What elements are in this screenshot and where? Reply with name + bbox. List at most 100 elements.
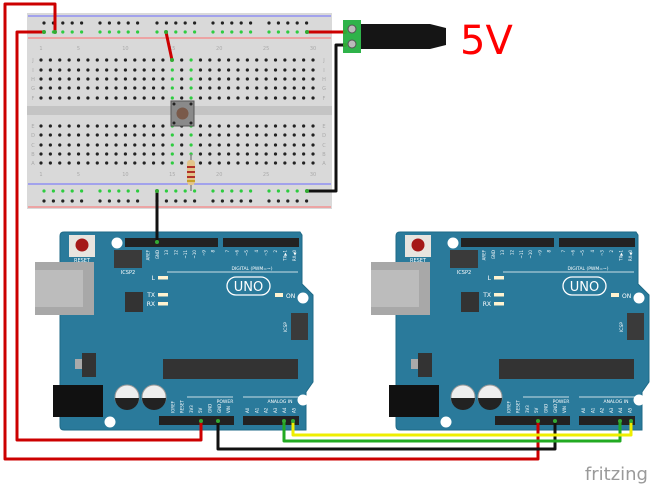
breadboard-hole[interactable] — [39, 161, 43, 165]
breadboard-hole[interactable] — [255, 77, 259, 81]
screw-terminal[interactable] — [343, 20, 361, 53]
breadboard-hole[interactable] — [283, 58, 287, 62]
rail-hole[interactable] — [183, 30, 187, 34]
wire-5v-to-arduino-1[interactable] — [15, 30, 203, 442]
breadboard-hole[interactable] — [273, 96, 278, 100]
breadboard-hole[interactable] — [86, 58, 90, 62]
breadboard-hole[interactable] — [170, 133, 174, 137]
header-pin[interactable] — [201, 240, 206, 245]
rail-hole[interactable] — [220, 199, 224, 203]
breadboard-hole[interactable] — [255, 143, 259, 147]
rail-hole[interactable] — [239, 30, 243, 34]
rail-hole[interactable] — [98, 21, 102, 25]
breadboard-hole[interactable] — [76, 161, 81, 165]
rail-hole[interactable] — [107, 30, 111, 34]
breadboard-hole[interactable] — [198, 58, 203, 62]
breadboard-hole[interactable] — [151, 152, 156, 156]
rail-hole[interactable] — [136, 199, 140, 203]
breadboard-hole[interactable] — [208, 96, 212, 100]
breadboard-hole[interactable] — [264, 68, 268, 72]
header-pin[interactable] — [189, 418, 194, 423]
header-pin[interactable] — [580, 240, 585, 245]
breadboard-hole[interactable] — [39, 152, 43, 156]
breadboard-hole[interactable] — [170, 161, 174, 165]
breadboard-hole[interactable] — [95, 86, 99, 90]
rail-hole[interactable] — [239, 189, 243, 193]
breadboard-hole[interactable] — [142, 77, 146, 81]
rail-hole[interactable] — [164, 21, 168, 25]
breadboard-hole[interactable] — [105, 152, 109, 156]
breadboard-hole[interactable] — [292, 68, 296, 72]
breadboard-hole[interactable] — [76, 77, 81, 81]
breadboard-hole[interactable] — [86, 96, 90, 100]
breadboard-hole[interactable] — [273, 68, 278, 72]
breadboard-hole[interactable] — [245, 86, 249, 90]
breadboard-hole[interactable] — [86, 124, 90, 128]
breadboard-hole[interactable] — [58, 96, 62, 100]
breadboard-hole[interactable] — [198, 68, 203, 72]
breadboard-hole[interactable] — [227, 133, 231, 137]
breadboard-hole[interactable] — [133, 133, 137, 137]
breadboard-hole[interactable] — [67, 96, 71, 100]
header-pin[interactable] — [537, 240, 542, 245]
breadboard-hole[interactable] — [292, 133, 296, 137]
rail-hole[interactable] — [220, 189, 224, 193]
breadboard-hole[interactable] — [217, 143, 221, 147]
breadboard-hole[interactable] — [161, 68, 165, 72]
breadboard-hole[interactable] — [114, 143, 118, 147]
header-pin[interactable] — [590, 418, 595, 423]
breadboard-hole[interactable] — [180, 133, 184, 137]
breadboard-hole[interactable] — [151, 143, 156, 147]
rail-hole[interactable] — [276, 30, 280, 34]
rail-hole[interactable] — [183, 21, 187, 25]
breadboard-hole[interactable] — [114, 96, 118, 100]
breadboard-hole[interactable] — [283, 86, 287, 90]
header-pin[interactable] — [609, 418, 614, 423]
breadboard-hole[interactable] — [189, 58, 193, 62]
breadboard-hole[interactable] — [198, 86, 203, 90]
header-pin[interactable] — [127, 240, 132, 245]
breadboard-hole[interactable] — [180, 77, 184, 81]
rail-hole[interactable] — [211, 30, 215, 34]
breadboard-hole[interactable] — [39, 77, 43, 81]
breadboard-hole[interactable] — [170, 96, 174, 100]
rail-hole[interactable] — [286, 189, 290, 193]
breadboard-hole[interactable] — [142, 161, 146, 165]
breadboard-hole[interactable] — [170, 77, 174, 81]
breadboard-hole[interactable] — [217, 77, 221, 81]
breadboard-hole[interactable] — [302, 133, 306, 137]
rail-hole[interactable] — [117, 189, 121, 193]
breadboard-hole[interactable] — [217, 68, 221, 72]
rail-hole[interactable] — [117, 199, 121, 203]
breadboard-hole[interactable] — [48, 124, 52, 128]
rail-hole[interactable] — [70, 21, 74, 25]
breadboard-hole[interactable] — [273, 86, 278, 90]
breadboard-hole[interactable] — [133, 161, 137, 165]
breadboard-hole[interactable] — [123, 143, 128, 147]
breadboard-hole[interactable] — [114, 133, 118, 137]
breadboard-hole[interactable] — [245, 96, 249, 100]
breadboard-hole[interactable] — [123, 124, 128, 128]
breadboard-hole[interactable] — [161, 133, 165, 137]
rail-hole[interactable] — [295, 21, 299, 25]
breadboard-hole[interactable] — [264, 152, 268, 156]
breadboard-hole[interactable] — [151, 58, 156, 62]
breadboard-hole[interactable] — [151, 68, 156, 72]
breadboard-hole[interactable] — [302, 161, 306, 165]
breadboard-hole[interactable] — [273, 133, 278, 137]
breadboard-hole[interactable] — [236, 152, 240, 156]
rail-hole[interactable] — [51, 189, 56, 193]
breadboard-hole[interactable] — [39, 143, 43, 147]
rail-hole[interactable] — [126, 21, 130, 25]
header-pin[interactable] — [170, 418, 175, 423]
breadboard-hole[interactable] — [292, 58, 296, 62]
breadboard-hole[interactable] — [142, 86, 146, 90]
breadboard-hole[interactable] — [227, 152, 231, 156]
breadboard-hole[interactable] — [95, 152, 99, 156]
breadboard-hole[interactable] — [123, 58, 128, 62]
breadboard-hole[interactable] — [236, 58, 240, 62]
breadboard-hole[interactable] — [245, 143, 249, 147]
breadboard-hole[interactable] — [161, 77, 165, 81]
breadboard-hole[interactable] — [236, 86, 240, 90]
header-pin[interactable] — [225, 240, 230, 245]
